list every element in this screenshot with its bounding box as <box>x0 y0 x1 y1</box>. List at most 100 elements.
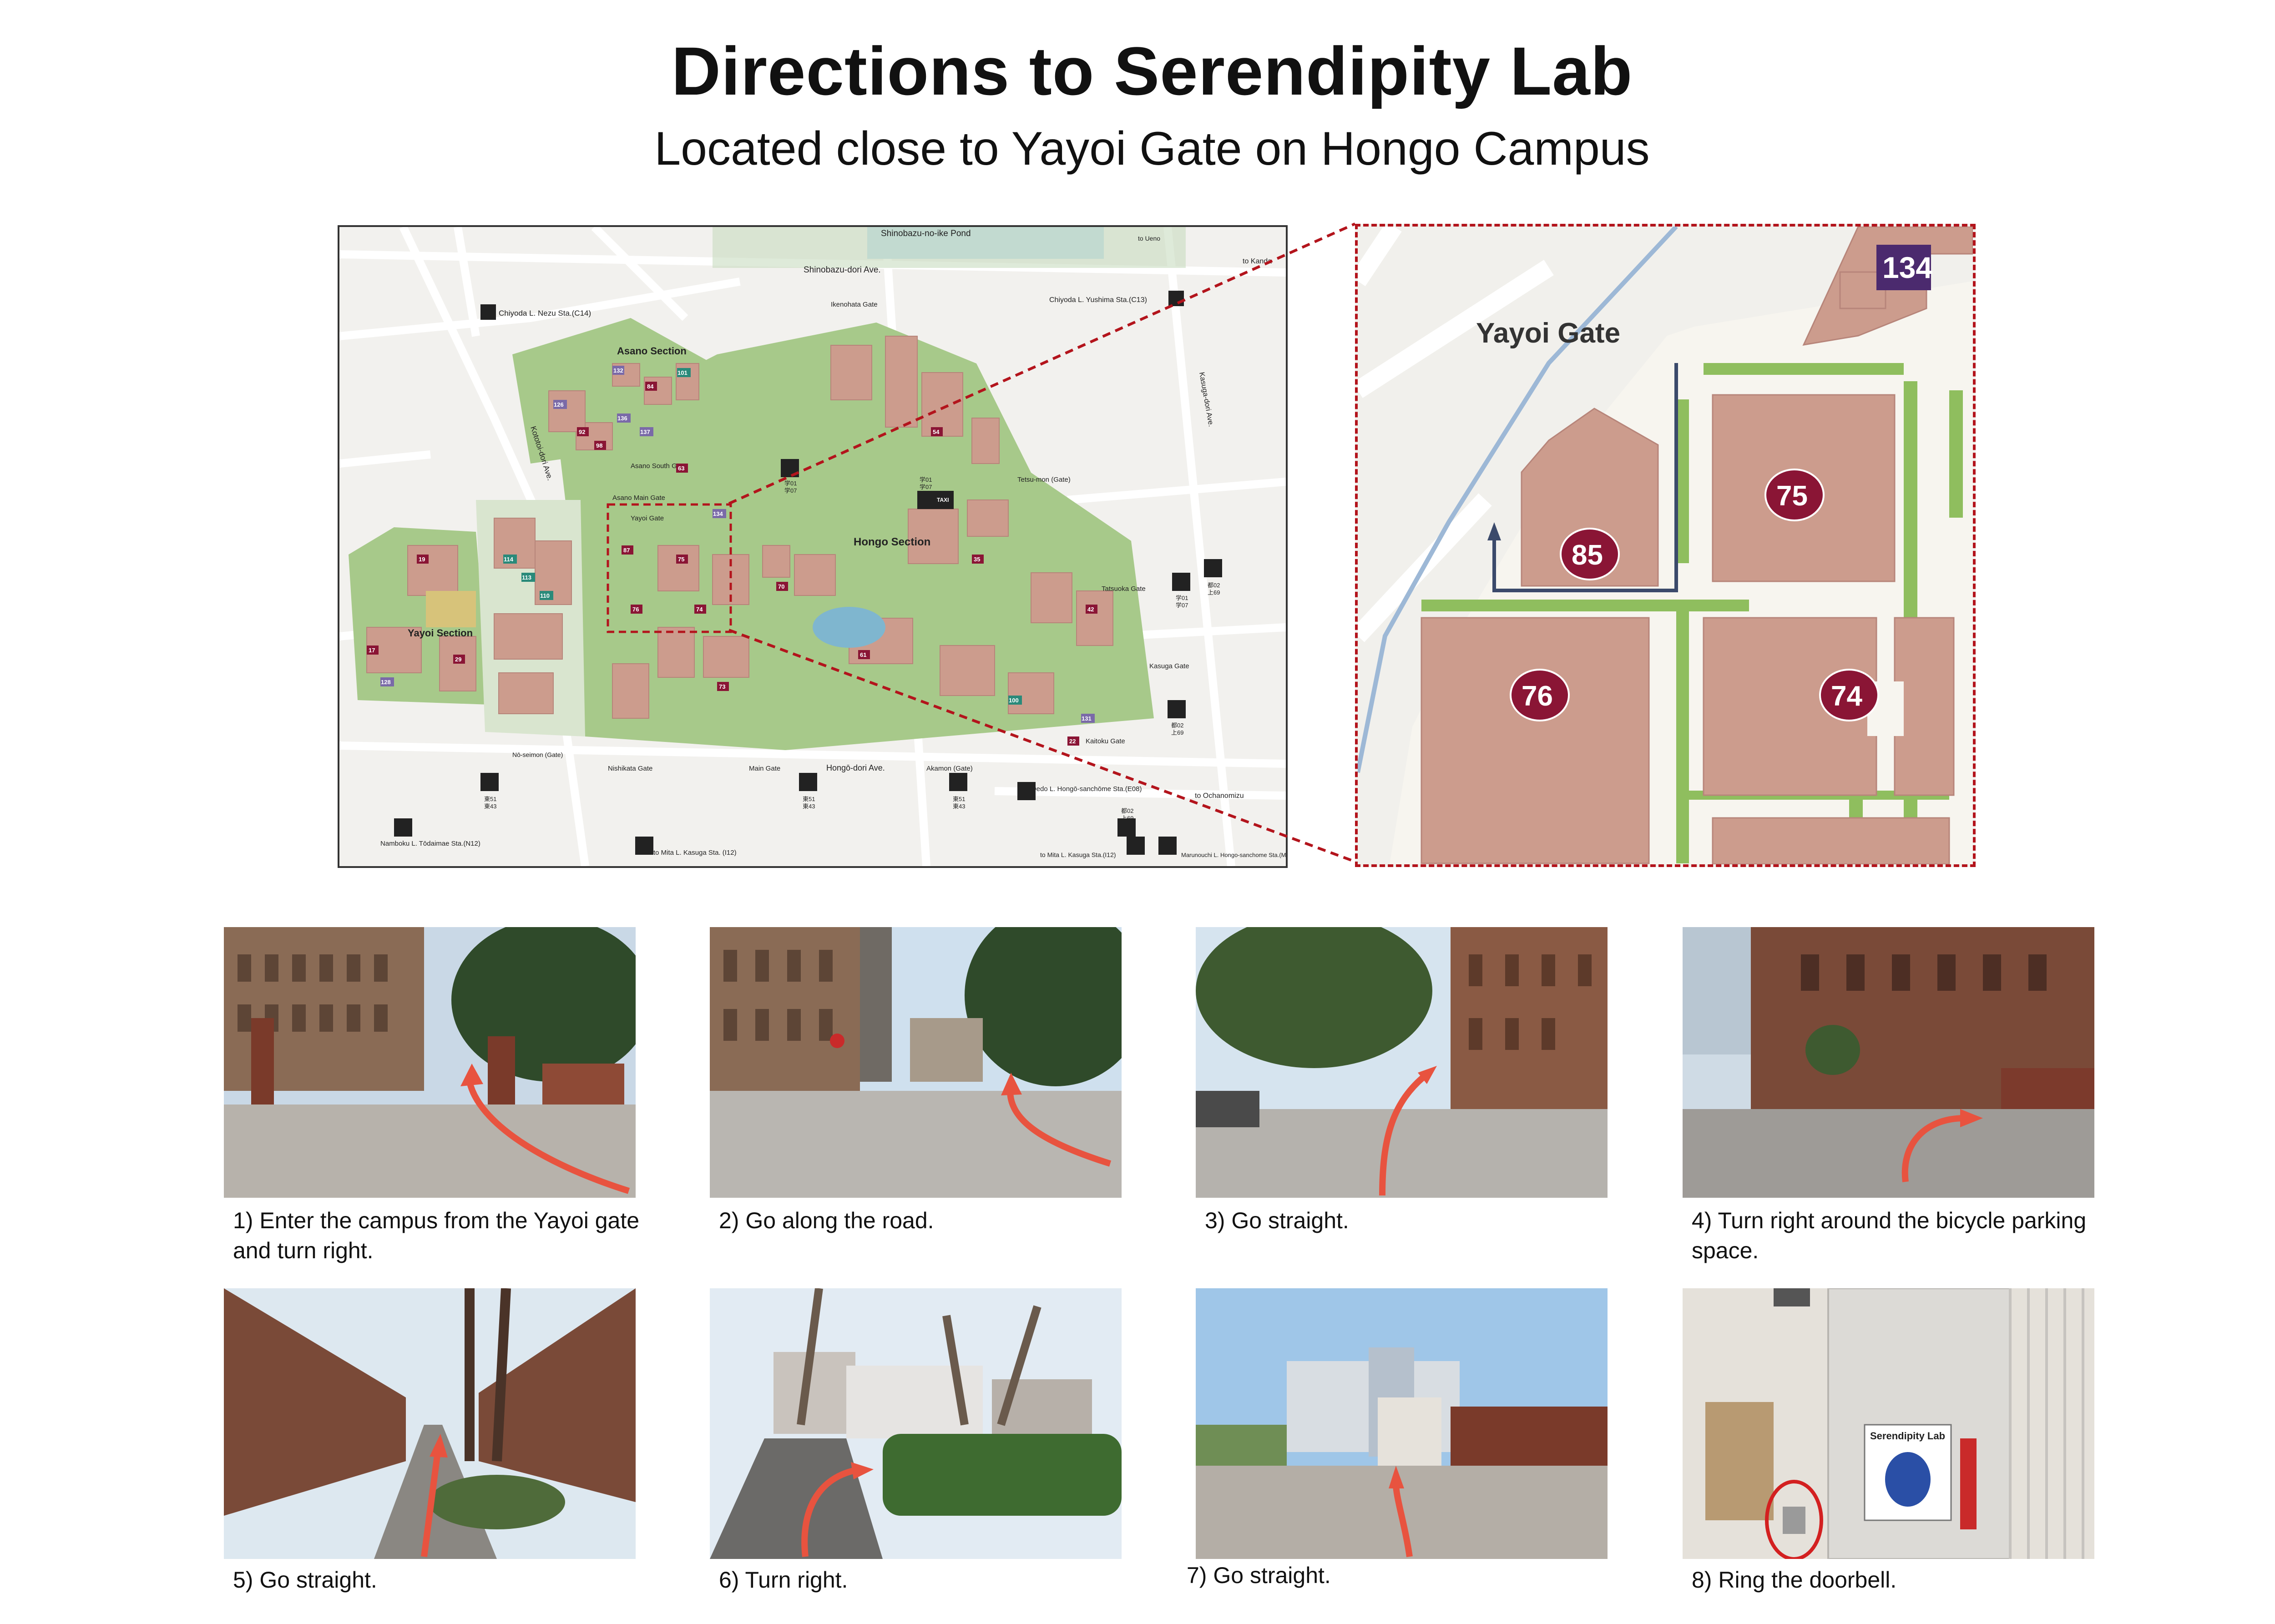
badge: 110 <box>540 591 553 600</box>
bus-route-code: 東43 <box>803 803 815 810</box>
badge: 17 <box>367 646 379 655</box>
subway-icon <box>394 818 412 837</box>
svg-text:87: 87 <box>623 547 630 554</box>
kasuga-gate-label: Kasuga Gate <box>1149 662 1189 670</box>
svg-text:113: 113 <box>522 574 531 581</box>
badge: 29 <box>453 655 465 664</box>
nishikata-gate-label: Nishikata Gate <box>608 765 652 772</box>
svg-text:17: 17 <box>369 647 375 654</box>
kasuga-ave-label: Kasuga-dori Ave. <box>1198 372 1215 428</box>
badge: 61 <box>858 650 870 659</box>
step-2-photo <box>710 927 1122 1198</box>
badge: 136 <box>617 414 631 423</box>
yayoi-gate-map-label: Yayoi Gate <box>631 514 664 522</box>
svg-text:85: 85 <box>1572 540 1603 571</box>
mita-kasuga-sta-label: to Mita L. Kasuga Sta. (I12) <box>653 849 737 857</box>
bus-route-code: 学07 <box>784 487 797 494</box>
svg-text:76: 76 <box>632 606 639 613</box>
badge: 42 <box>1086 605 1097 614</box>
campus-map: Shinobazu-no-ike Pond Shinobazu-dori Ave… <box>338 225 1288 868</box>
badge: 75 <box>676 555 688 564</box>
svg-text:63: 63 <box>678 465 684 472</box>
bus-icon <box>480 773 499 791</box>
svg-text:54: 54 <box>933 429 940 435</box>
route-arrow-icon <box>430 1434 448 1458</box>
badge: 74 <box>694 605 706 614</box>
ikenohata-gate-label: Ikenohata Gate <box>831 301 878 308</box>
nozaimon-gate-label: Nō-seimon (Gate) <box>512 751 563 758</box>
svg-text:42: 42 <box>1087 606 1094 613</box>
subway-icon <box>1158 837 1177 855</box>
route-arrow-icon <box>460 1064 483 1086</box>
svg-text:84: 84 <box>647 383 654 390</box>
asano-south-gate-label: Asano South Gate <box>631 462 687 470</box>
yayoi-gate-detail-map: Yayoi Gate 134 75 85 76 74 <box>1355 224 1976 867</box>
step-8-photo: Serendipity Lab <box>1683 1288 2094 1559</box>
step-3-photo <box>1196 927 1608 1198</box>
map-buildings <box>366 336 1113 719</box>
campus-map-svg: Shinobazu-no-ike Pond Shinobazu-dori Ave… <box>339 227 1286 866</box>
asano-main-gate-label: Asano Main Gate <box>612 494 665 502</box>
to-ueno-label: to Ueno <box>1138 235 1160 242</box>
bus-route-code: 都02 <box>1208 582 1220 589</box>
route-arrow-icon <box>851 1462 874 1479</box>
yayoi-gate-label: Yayoi Gate <box>1476 318 1620 349</box>
bus-route-code: 学07 <box>1176 602 1188 609</box>
svg-text:61: 61 <box>860 651 866 658</box>
bus-route-code: 東43 <box>953 803 965 810</box>
badge: 98 <box>594 441 606 450</box>
sports-field <box>426 591 476 627</box>
page-subtitle: Located close to Yayoi Gate on Hongo Cam… <box>654 122 1650 175</box>
badge: 132 <box>612 366 624 375</box>
bus-icon <box>1172 573 1190 591</box>
svg-text:98: 98 <box>596 442 602 449</box>
lab-sign-text: Serendipity Lab <box>1870 1430 1945 1442</box>
step-5-photo <box>224 1288 636 1559</box>
badge: 92 <box>577 427 589 436</box>
svg-text:19: 19 <box>419 556 425 563</box>
subway-icon <box>1017 782 1036 800</box>
bus-icon <box>949 773 967 791</box>
step-8-caption: 8) Ring the doorbell. <box>1692 1567 1897 1593</box>
svg-text:35: 35 <box>974 556 980 563</box>
detail-buildings <box>1421 227 1973 864</box>
svg-text:132: 132 <box>613 367 623 374</box>
yayoi-section-label: Yayoi Section <box>408 627 473 639</box>
akamon-gate-label: Akamon (Gate) <box>926 765 973 772</box>
badge: 54 <box>931 427 943 436</box>
svg-text:128: 128 <box>381 679 391 686</box>
badge: 73 <box>717 682 729 691</box>
svg-text:70: 70 <box>778 583 784 590</box>
route-line <box>1492 363 1678 592</box>
badge: 114 <box>503 555 517 564</box>
nezu-sta-label: Chiyoda L. Nezu Sta.(C14) <box>499 309 591 318</box>
kaitoku-gate-label: Kaitoku Gate <box>1086 737 1125 745</box>
badge: 137 <box>640 427 653 436</box>
badge: 101 <box>677 368 691 377</box>
bus-icon <box>1204 559 1222 577</box>
namboku-sta-label: Namboku L. Tōdaimae Sta.(N12) <box>380 840 480 847</box>
subway-icon <box>1127 837 1145 855</box>
badge: 134 <box>713 509 726 518</box>
svg-text:126: 126 <box>554 401 564 408</box>
doorbell-highlight <box>1765 1480 1823 1559</box>
bus-icon <box>781 459 799 477</box>
svg-text:73: 73 <box>719 683 725 690</box>
route-arrow-icon <box>1487 522 1501 540</box>
svg-text:75: 75 <box>1776 480 1808 512</box>
page-title: Directions to Serendipity Lab <box>671 33 1633 109</box>
step-6-photo <box>710 1288 1122 1559</box>
to-kanda-label: to Kanda <box>1243 257 1272 265</box>
tetsumon-gate-label: Tetsu-mon (Gate) <box>1017 476 1071 484</box>
route-arrow-icon <box>1389 1466 1404 1488</box>
step-6-caption: 6) Turn right. <box>719 1567 848 1593</box>
street-edge <box>1358 227 1678 773</box>
sanshiro-pond <box>813 607 885 648</box>
svg-text:22: 22 <box>1069 738 1076 745</box>
svg-text:134: 134 <box>713 510 723 517</box>
main-gate-label: Main Gate <box>749 765 780 772</box>
badge: 35 <box>972 555 984 564</box>
subway-icon <box>480 304 496 320</box>
badge: 131 <box>1081 714 1095 723</box>
hongo-section-label: Hongo Section <box>854 536 930 548</box>
